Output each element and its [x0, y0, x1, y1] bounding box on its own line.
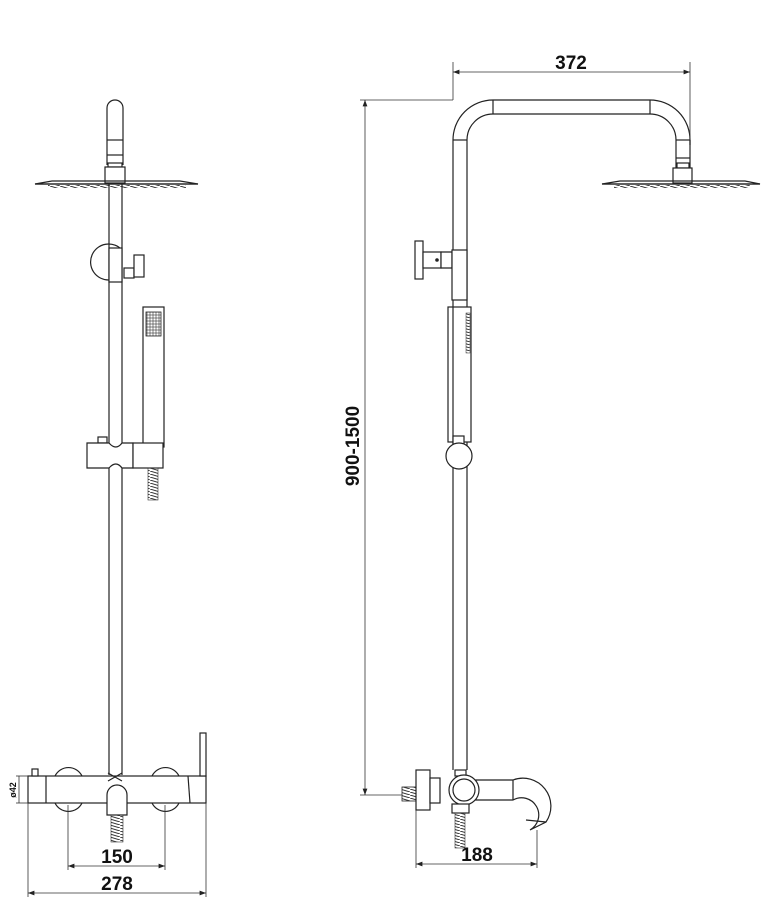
diverter-side — [414, 240, 468, 301]
thermostatic-mixer — [27, 732, 207, 843]
hand-shower — [142, 306, 165, 448]
dimension-knob-spacing: 150 — [67, 805, 166, 870]
dimension-label-278: 278 — [101, 874, 133, 895]
rain-shower-head — [34, 180, 199, 188]
dimension-arm-reach: 372 — [452, 53, 691, 140]
dimension-label-150: 150 — [101, 847, 133, 868]
dimension-diameter: ø42 — [8, 775, 28, 804]
dimension-label-900-1500: 900-1500 — [343, 406, 364, 486]
side-view: 372 900-1500 188 — [343, 53, 761, 868]
front-view: ø42 150 278 — [8, 99, 207, 897]
shower-arm — [452, 99, 693, 770]
dimension-label-188: 188 — [461, 845, 493, 866]
dimension-label-diameter: ø42 — [8, 782, 18, 798]
rain-shower-head-side — [601, 180, 761, 188]
slide-bracket — [86, 436, 164, 501]
dimension-overall-width: 278 — [27, 803, 207, 897]
dimension-spout: 188 — [415, 810, 538, 868]
diverter — [90, 243, 145, 283]
dimension-label-372: 372 — [555, 53, 587, 74]
dimension-height: 900-1500 — [343, 99, 453, 796]
overhead-arm — [104, 99, 126, 184]
hand-shower-side — [445, 306, 473, 470]
bath-mixer-side — [401, 769, 552, 849]
